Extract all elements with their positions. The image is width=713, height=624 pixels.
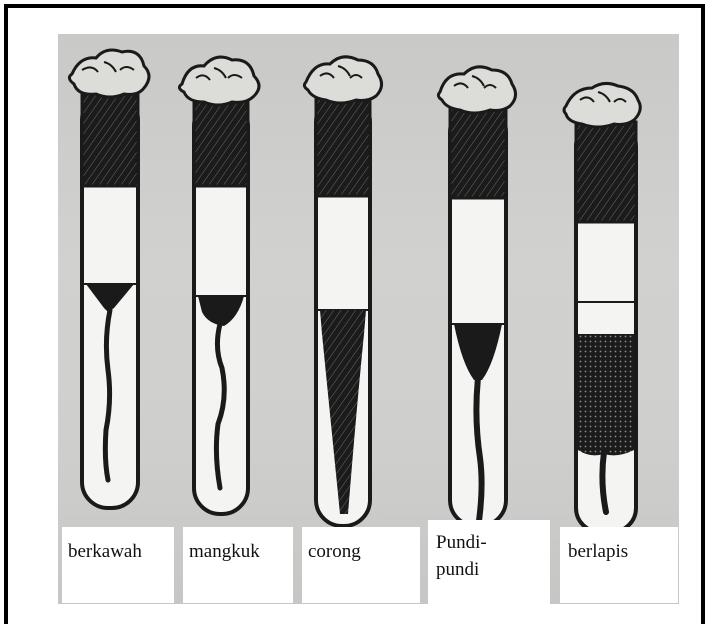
tube-berlapis [564,83,640,532]
label-berkawah-text: berkawah [68,541,174,564]
label-mangkuk: mangkuk [183,527,293,603]
tube-pundi [438,67,515,528]
label-berkawah: berkawah [62,527,174,603]
label-pundi-line1: Pundi- [436,532,550,555]
tubes-drawing [58,34,679,604]
label-berlapis-text: berlapis [568,541,678,564]
label-berlapis: berlapis [560,527,678,603]
tube-corong [304,57,381,526]
tube-mangkuk [179,57,259,514]
tube-berkawah [69,50,149,508]
label-pundi-line2: pundi [436,559,550,582]
test-tube-illustration [58,34,679,604]
label-corong-text: corong [308,541,420,564]
label-pundi: Pundi- pundi [428,520,550,605]
label-corong: corong [302,527,420,603]
label-mangkuk-text: mangkuk [189,541,293,564]
